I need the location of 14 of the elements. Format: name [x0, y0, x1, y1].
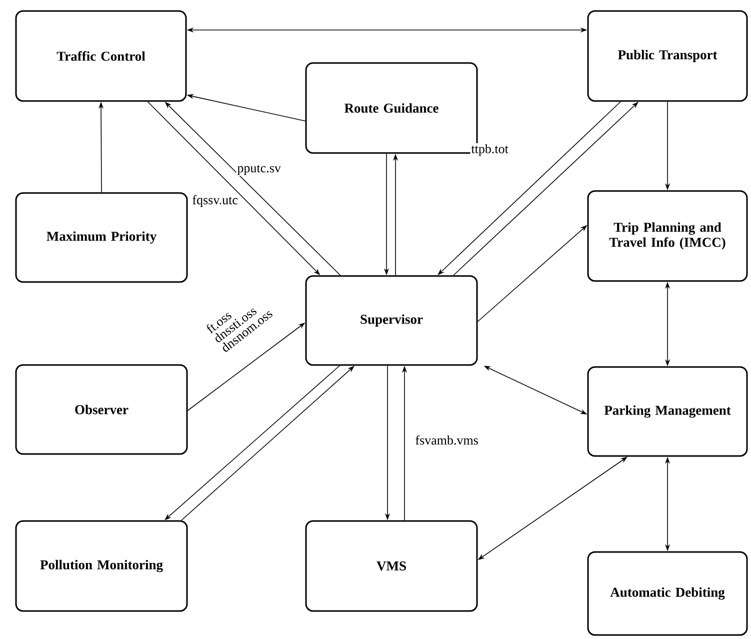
- process-box: VMS: [305, 520, 478, 612]
- process-box: Public Transport: [587, 10, 748, 102]
- process-box: Maximum Priority: [15, 192, 188, 283]
- process-box: Trip Planning and Travel Info (IMCC): [587, 190, 748, 282]
- process-box: Supervisor: [305, 275, 478, 366]
- edge-label: fqssv.utc: [191, 194, 239, 208]
- process-box: Automatic Debiting: [587, 551, 748, 636]
- edge-label: fsvamb.vms: [414, 434, 480, 446]
- process-box: Traffic Control: [15, 10, 187, 102]
- edge-label: ttpb.tot: [470, 143, 510, 157]
- process-box: Parking Management: [587, 366, 748, 457]
- process-box: Observer: [15, 364, 188, 455]
- edge-label: pputc.sv: [236, 164, 282, 176]
- process-box: Pollution Monitoring: [15, 520, 188, 612]
